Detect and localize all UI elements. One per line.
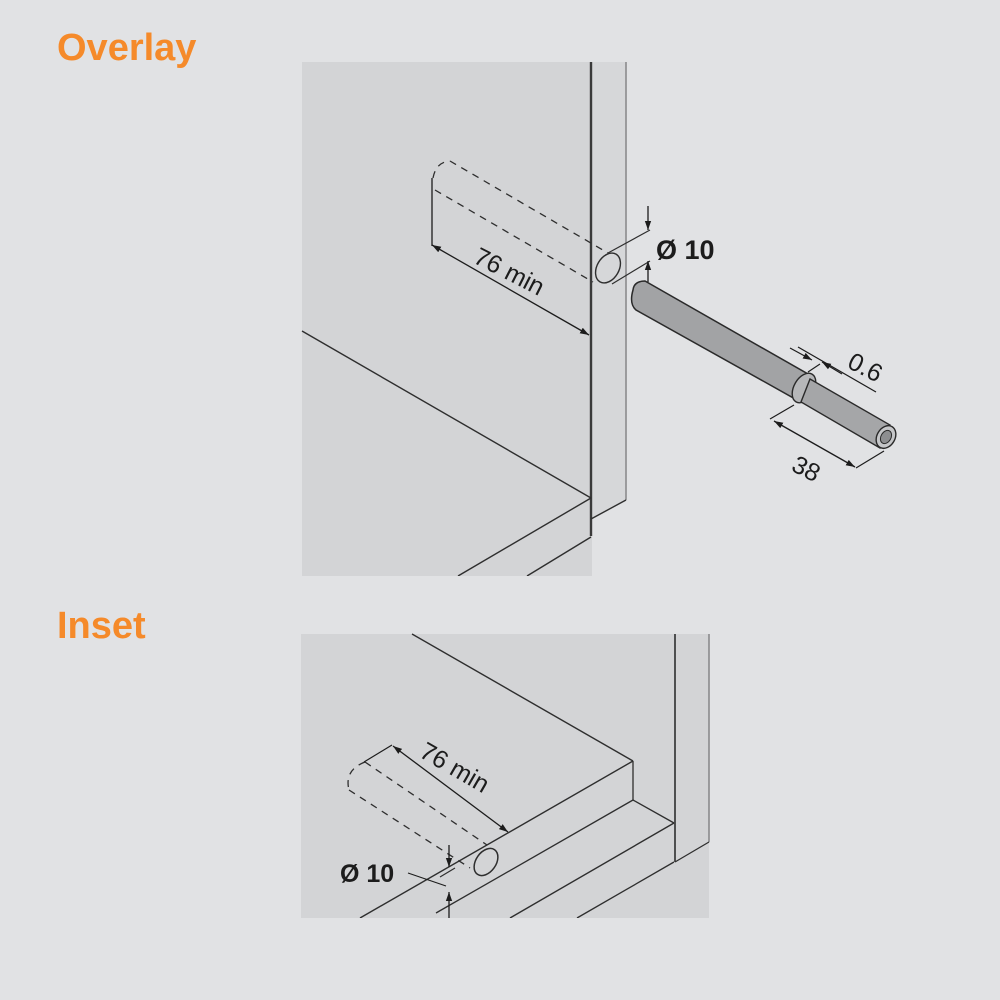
inset-drill-hole-opening [473,847,499,877]
inset-diameter-dimension: Ø 10 [340,845,453,918]
overlay-cabinet-side [302,62,592,576]
overlay-section-title: Overlay [57,27,197,69]
overlay-drill-hole-opening [594,252,622,284]
inset-diagram: 76 min Ø 10 [301,633,711,926]
overlay-panel-edge [592,62,626,518]
overlay-rod-length-label: 38 [787,450,824,488]
overlay-diameter-label: Ø 10 [656,235,715,265]
overlay-diameter-dimension: Ø 10 [644,206,715,282]
push-to-open-rod [630,280,897,450]
inset-diameter-label: Ø 10 [340,860,394,888]
overlay-shoulder-label: 0.6 [843,347,887,388]
inset-section-title: Inset [57,605,146,647]
overlay-drill-hole-hidden [432,160,609,283]
overlay-diagram: 76 min Ø 10 0.6 [301,62,897,582]
